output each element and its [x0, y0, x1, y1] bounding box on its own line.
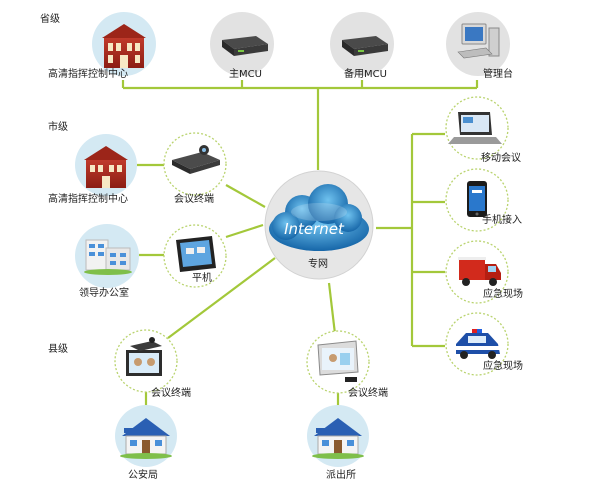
level-label-province: 省级 [40, 14, 60, 25]
phone-access-node [445, 168, 509, 232]
hq-province-node [92, 12, 156, 76]
main-mcu-node [210, 12, 274, 76]
video-terminal-icon [126, 337, 162, 376]
emergency-truck-label: 应急现场 [483, 289, 523, 300]
level-label-county: 县级 [48, 344, 68, 355]
hq-city-label: 高清指挥控制中心 [48, 194, 128, 205]
police-car-icon [456, 329, 500, 359]
building-icon [84, 146, 128, 188]
central-network [264, 170, 374, 280]
tablet-node [163, 224, 227, 288]
mobile-meeting-node [445, 96, 509, 160]
building-icon [102, 24, 146, 68]
desktop-computer-icon [457, 23, 500, 59]
main-mcu-label: 主MCU [229, 69, 262, 80]
cloud-icon [269, 184, 369, 251]
office-building-icon [84, 239, 132, 275]
terminal-city-node [163, 132, 227, 196]
terminal-county-2-node [306, 330, 370, 394]
terminal-county-2-label: 会议终端 [348, 388, 388, 399]
police-station-icon [120, 418, 172, 459]
smartphone-icon [467, 181, 487, 217]
center-label: 专网 [308, 259, 328, 270]
tablet-icon [176, 236, 216, 272]
fire-truck-icon [458, 257, 501, 286]
mcu-server-icon [222, 36, 268, 56]
emergency-police-node [445, 312, 509, 376]
connection-lines [121, 80, 479, 410]
cloud-label: Internet [284, 220, 345, 238]
police-station-icon [312, 418, 364, 459]
mobile-meeting-label: 移动会议 [481, 153, 521, 164]
leader-office-node [75, 224, 139, 288]
backup-mcu-label: 备用MCU [344, 69, 387, 80]
hq-city-node [75, 134, 137, 196]
admin-label: 管理台 [483, 69, 513, 80]
police-station-label: 派出所 [326, 470, 356, 481]
hq-province-label: 高清指挥控制中心 [48, 69, 128, 80]
admin-node [446, 12, 510, 76]
video-terminal-icon [317, 340, 359, 382]
mcu-server-icon [342, 36, 388, 56]
laptop-icon [448, 112, 502, 144]
terminal-county-1-node [114, 329, 178, 393]
terminal-city-label: 会议终端 [174, 194, 214, 205]
terminal-county-1-label: 会议终端 [151, 388, 191, 399]
backup-mcu-node [330, 12, 394, 76]
emergency-police-label: 应急现场 [483, 361, 523, 372]
level-label-city: 市级 [48, 122, 68, 133]
tablet-label: 平机 [192, 273, 212, 284]
phone-access-label: 手机接入 [482, 215, 522, 226]
emergency-truck-node [445, 240, 509, 304]
police-station-node [307, 405, 369, 467]
leader-office-label: 领导办公室 [79, 288, 129, 299]
public-security-label: 公安局 [128, 470, 158, 481]
public-security-node [115, 405, 177, 467]
video-terminal-icon [172, 145, 220, 174]
